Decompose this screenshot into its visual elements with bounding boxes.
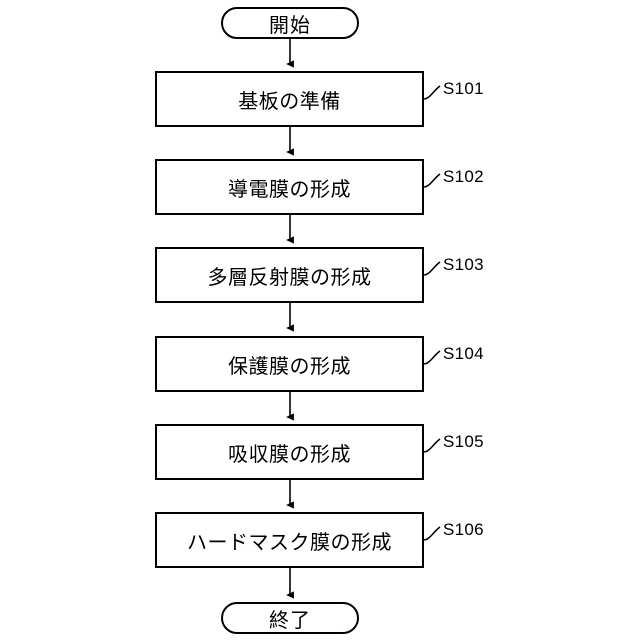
leader-line-s105 [422, 438, 441, 453]
end-node-shape [221, 602, 359, 634]
step-id-s102: S102 [443, 167, 484, 186]
leader-line-s103 [422, 261, 441, 276]
process-box-s101 [155, 71, 424, 127]
process-box-s103 [155, 247, 424, 303]
process-box-s105 [155, 424, 424, 480]
leader-line-s104 [422, 350, 441, 365]
leader-line-s101 [422, 85, 441, 100]
process-box-s102 [155, 159, 424, 215]
leader-line-s102 [422, 173, 441, 188]
process-box-s104 [155, 336, 424, 392]
step-id-s101: S101 [443, 79, 484, 98]
process-box-s106 [155, 512, 424, 568]
start-node-shape [221, 7, 359, 39]
leader-line-s106 [422, 526, 441, 541]
step-id-s104: S104 [443, 344, 484, 363]
step-id-s103: S103 [443, 255, 484, 274]
step-id-s105: S105 [443, 432, 484, 451]
step-id-s106: S106 [443, 520, 484, 539]
